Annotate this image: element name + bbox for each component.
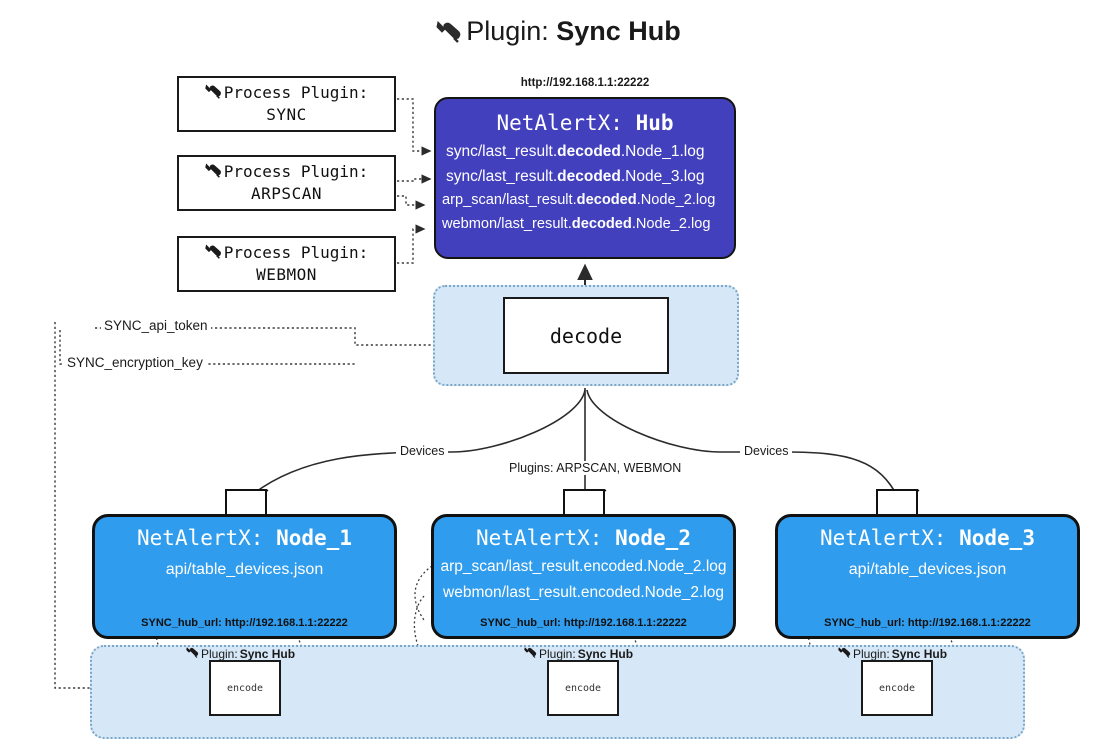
node-title-name: Node_2 xyxy=(615,526,691,550)
process-plugin-box-webmon[interactable]: Process Plugin: WEBMON xyxy=(177,236,396,292)
node-box-node-1[interactable]: NetAlertX: Node_1 api/table_devices.json… xyxy=(92,514,397,639)
node-resource-line: webmon/last_result.encoded.Node_2.log xyxy=(443,584,724,601)
hub-log-pre: sync/last_result. xyxy=(446,167,558,185)
node-box-node-3[interactable]: NetAlertX: Node_3 api/table_devices.json… xyxy=(775,514,1080,639)
node-title: NetAlertX: Node_3 xyxy=(778,526,1077,550)
plug-icon xyxy=(436,19,462,50)
node-hub-url: SYNC_hub_url: http://192.168.1.1:22222 xyxy=(480,617,687,629)
node-title-prefix: NetAlertX: xyxy=(137,526,264,550)
encode-box-node-2[interactable]: encode xyxy=(547,660,619,716)
hub-log-mid: decoded xyxy=(557,143,621,160)
hub-log-mid: decoded xyxy=(557,167,621,185)
process-plugin-box-arpscan[interactable]: Process Plugin: ARPSCAN xyxy=(177,155,396,211)
node-resource-line: api/table_devices.json xyxy=(165,561,324,578)
node-title: NetAlertX: Node_2 xyxy=(434,526,733,550)
hub-log-line: arp_scan/last_result.decoded.Node_2.log xyxy=(436,193,734,208)
devices-label-left: Devices xyxy=(396,444,449,458)
decode-box[interactable]: decode xyxy=(503,297,669,374)
hub-log-post: .Node_2.log xyxy=(631,215,711,232)
plugin-tag-node-3: Plugin: Sync Hub xyxy=(838,646,947,661)
plugin-tag-name: Sync Hub xyxy=(577,646,634,661)
hub-log-line: webmon/last_result.decoded.Node_2.log xyxy=(436,215,734,232)
node-title-name: Node_1 xyxy=(276,526,352,550)
process-plugin-name: WEBMON xyxy=(256,264,317,284)
page-title: Plugin: Sync Hub xyxy=(0,16,1117,50)
process-plugin-name: SYNC xyxy=(266,104,307,124)
process-plugin-name: ARPSCAN xyxy=(251,183,322,203)
hub-title: NetAlertX: Hub xyxy=(436,111,734,135)
hub-title-name: Hub xyxy=(635,111,674,135)
plugin-tag-node-1: Plugin: Sync Hub xyxy=(186,646,295,661)
plug-icon xyxy=(186,646,199,661)
hub-log-mid: decoded xyxy=(576,192,637,208)
hub-title-prefix: NetAlertX: xyxy=(496,111,623,135)
plugin-tag-name: Sync Hub xyxy=(891,646,948,661)
encode-box-node-3[interactable]: encode xyxy=(861,660,933,716)
plugin-tag-prefix: Plugin: xyxy=(539,646,576,661)
node-hub-url: SYNC_hub_url: http://192.168.1.1:22222 xyxy=(824,617,1031,629)
hub-log-post: .Node_3.log xyxy=(620,167,705,185)
plug-icon xyxy=(205,162,222,184)
plug-icon xyxy=(205,83,222,105)
hub-log-mid: decoded xyxy=(571,215,632,232)
hub-log-line: sync/last_result.decoded.Node_1.log xyxy=(436,144,734,160)
node-resource-line: arp_scan/last_result.encoded.Node_2.log xyxy=(440,558,727,575)
hub-log-pre: webmon/last_result. xyxy=(442,215,572,232)
hub-url-label: http://192.168.1.1:22222 xyxy=(520,77,650,89)
encode-box-node-1[interactable]: encode xyxy=(209,660,281,716)
process-plugin-label: Process Plugin: xyxy=(223,162,369,182)
plugin-tag-prefix: Plugin: xyxy=(201,646,238,661)
plugins-label-center: Plugins: ARPSCAN, WEBMON xyxy=(505,461,686,475)
plugin-tag-prefix: Plugin: xyxy=(853,646,890,661)
node-title-prefix: NetAlertX: xyxy=(820,526,947,550)
plug-icon xyxy=(838,646,851,661)
hub-log-post: .Node_2.log xyxy=(636,192,716,208)
node-box-node-2[interactable]: NetAlertX: Node_2 arp_scan/last_result.e… xyxy=(431,514,736,639)
sync-encryption-key-label: SYNC_encryption_key xyxy=(64,355,206,370)
node-title-prefix: NetAlertX: xyxy=(476,526,603,550)
sync-api-token-label: SYNC_api_token xyxy=(101,318,211,333)
plugin-tag-name: Sync Hub xyxy=(239,646,296,661)
node-resource-line: api/table_devices.json xyxy=(848,561,1007,578)
hub-log-pre: sync/last_result. xyxy=(446,143,558,160)
plug-icon xyxy=(205,243,222,265)
hub-box[interactable]: NetAlertX: Hub sync/last_result.decoded.… xyxy=(434,97,736,259)
node-hub-url: SYNC_hub_url: http://192.168.1.1:22222 xyxy=(141,617,348,629)
plugin-tag-node-2: Plugin: Sync Hub xyxy=(524,646,633,661)
title-name: Sync Hub xyxy=(556,16,681,46)
plug-icon xyxy=(524,646,537,661)
hub-log-post: .Node_1.log xyxy=(620,143,705,160)
node-title: NetAlertX: Node_1 xyxy=(95,526,394,550)
node-title-name: Node_3 xyxy=(959,526,1035,550)
process-plugin-label: Process Plugin: xyxy=(223,83,369,103)
hub-log-line: sync/last_result.decoded.Node_3.log xyxy=(436,167,734,185)
process-plugin-label: Process Plugin: xyxy=(223,243,369,263)
hub-log-pre: arp_scan/last_result. xyxy=(442,192,577,208)
process-plugin-box-sync[interactable]: Process Plugin: SYNC xyxy=(177,76,396,132)
devices-label-right: Devices xyxy=(740,444,793,458)
title-prefix: Plugin: xyxy=(466,16,549,46)
